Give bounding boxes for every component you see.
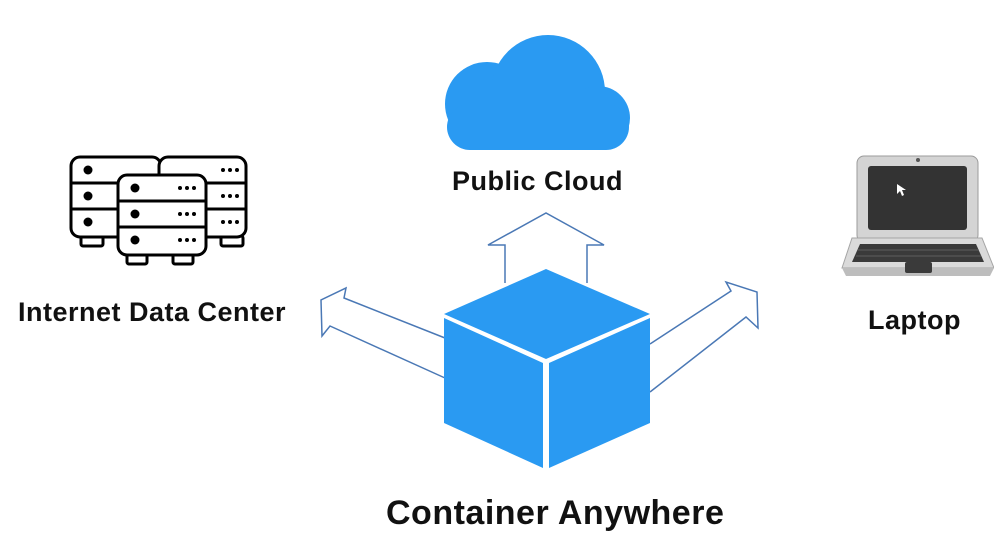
container-anywhere-label: Container Anywhere (386, 494, 725, 532)
internet-data-center-label: Internet Data Center (18, 297, 287, 327)
laptop-label: Laptop (868, 305, 961, 335)
cloud-icon (445, 35, 630, 150)
public-cloud-label: Public Cloud (452, 166, 623, 196)
server-rack-icon (69, 155, 248, 266)
up-arrow (487, 212, 605, 283)
right-arrow (649, 280, 759, 393)
cube-icon (444, 269, 650, 468)
server-indicator-dots (83, 165, 239, 245)
left-arrow (320, 286, 446, 379)
laptop-keyboard-keys (856, 249, 981, 257)
laptop-icon (841, 155, 994, 276)
